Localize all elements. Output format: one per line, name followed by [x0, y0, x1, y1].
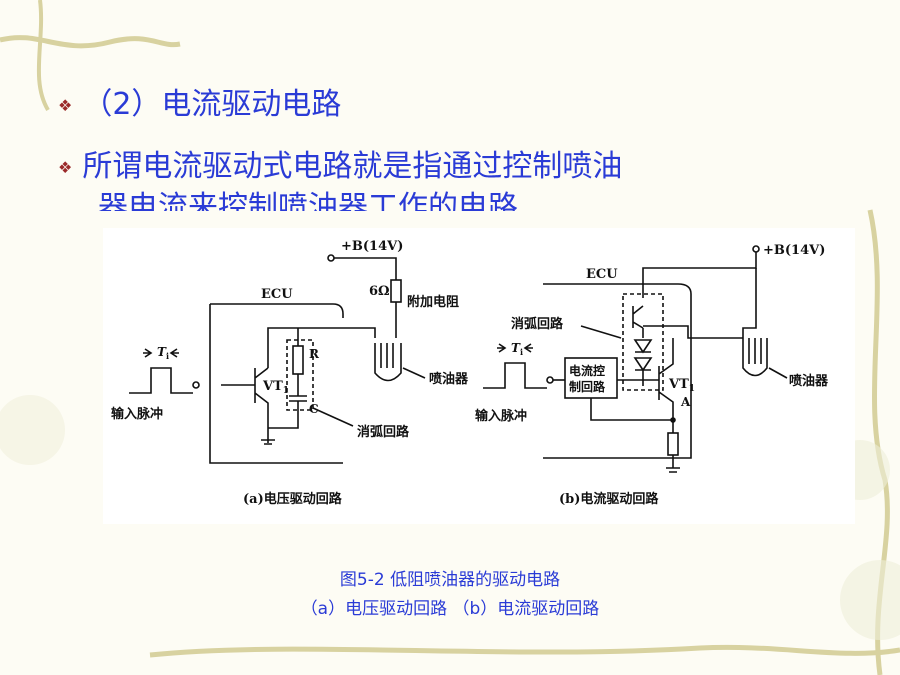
right-arc-leader — [580, 325, 622, 339]
figure-caption-title: 图5-2 低阻喷油器的驱动电路 — [339, 570, 561, 590]
right-supply-label: +B(14V) — [763, 243, 825, 258]
left-resistor-value: 6Ω — [369, 284, 390, 299]
left-injector-label: 喷油器 — [429, 371, 469, 387]
left-injector-windings — [380, 343, 394, 368]
left-pulse-width-marker — [143, 348, 179, 358]
circuit-diagram: ECU +B(14V) 6Ω 附加电阻 喷油器 R C 消弧回路 VT1 Ti … — [111, 239, 829, 507]
left-r-label: R — [309, 347, 320, 361]
right-transistor-vt1 — [658, 338, 674, 420]
left-input-label: 输入脉冲 — [111, 406, 163, 422]
left-arc-leader — [312, 407, 354, 427]
right-supply-terminal — [752, 245, 760, 253]
left-injector-coil — [374, 343, 402, 382]
bullet2-text-line2: 器电流来控制喷油器工作的电路 — [98, 190, 518, 211]
left-supply-terminal — [327, 254, 335, 262]
right-ground — [666, 455, 680, 473]
right-injector-label: 喷油器 — [789, 373, 829, 389]
left-supply-wire — [334, 257, 397, 280]
right-arc-dashed-box — [622, 293, 664, 391]
bullet-definition: ❖ 所谓电流驱动式电路就是指通过控制喷油 器电流来控制喷油器工作的电路 — [58, 150, 818, 211]
left-arc-label: 消弧回路 — [357, 424, 410, 440]
bullet-current-drive: ❖ （2）电流驱动电路 — [58, 88, 341, 123]
right-arc-label: 消弧回路 — [511, 316, 564, 332]
right-transistor-label: VT1 — [668, 377, 695, 394]
left-transistor-label: VT1 — [262, 379, 289, 396]
left-arc-capacitor-c — [268, 374, 307, 429]
right-input-pulse — [483, 362, 547, 389]
right-input-terminal — [546, 376, 554, 384]
diamond-bullet-icon: ❖ — [58, 157, 73, 177]
left-supply-label: +B(14V) — [341, 239, 403, 254]
left-ecu-label: ECU — [261, 287, 293, 302]
right-pulse-width-marker — [497, 343, 533, 353]
right-zener-1 — [633, 339, 653, 354]
right-ecu-border — [543, 283, 692, 459]
right-node-a-label: A — [680, 395, 691, 409]
left-resistor-6ohm — [390, 279, 402, 303]
right-control-label-line1: 电流控 — [569, 363, 605, 378]
right-arc-transistor — [632, 305, 644, 338]
left-injector-leader — [402, 367, 426, 379]
right-caption: (b)电流驱动回路 — [559, 491, 659, 507]
left-caption: (a)电压驱动回路 — [243, 491, 343, 507]
right-feedback-wire — [590, 398, 673, 421]
right-injector-windings — [748, 338, 762, 364]
right-supply-wire — [642, 252, 757, 298]
left-arc-dashed-box — [286, 339, 314, 411]
diamond-bullet-icon: ❖ — [58, 95, 73, 115]
left-arc-resistor-r — [292, 345, 304, 375]
right-arc-wires — [642, 325, 743, 386]
right-sense-resistor — [667, 432, 679, 456]
left-collector-wire — [267, 327, 376, 368]
right-injector-leader — [768, 367, 788, 379]
right-input-label: 输入脉冲 — [475, 408, 527, 424]
left-input-pulse — [129, 367, 193, 394]
circuit-figure: ECU +B(14V) 6Ω 附加电阻 喷油器 R C 消弧回路 VT1 Ti … — [103, 228, 855, 524]
right-ecu-label: ECU — [586, 267, 618, 282]
figure-caption-subtitle: （a）电压驱动回路 （b）电流驱动回路 — [300, 599, 600, 619]
right-control-label-line2: 制回路 — [569, 379, 606, 394]
right-injector-coil — [742, 338, 768, 377]
right-pulse-label: Ti — [511, 341, 523, 357]
bullet1-text: （2）电流驱动电路 — [82, 87, 342, 122]
right-zener-2 — [633, 357, 653, 372]
bullet2-text-line1: 所谓电流驱动式电路就是指通过控制喷油 — [82, 149, 623, 184]
left-ecu-border-top — [210, 303, 344, 318]
right-supply-to-injector — [742, 268, 757, 338]
left-pulse-label: Ti — [157, 345, 169, 361]
left-ecu-border — [209, 304, 343, 464]
left-resistor-label: 附加电阻 — [407, 294, 459, 310]
left-input-terminal — [192, 381, 200, 389]
